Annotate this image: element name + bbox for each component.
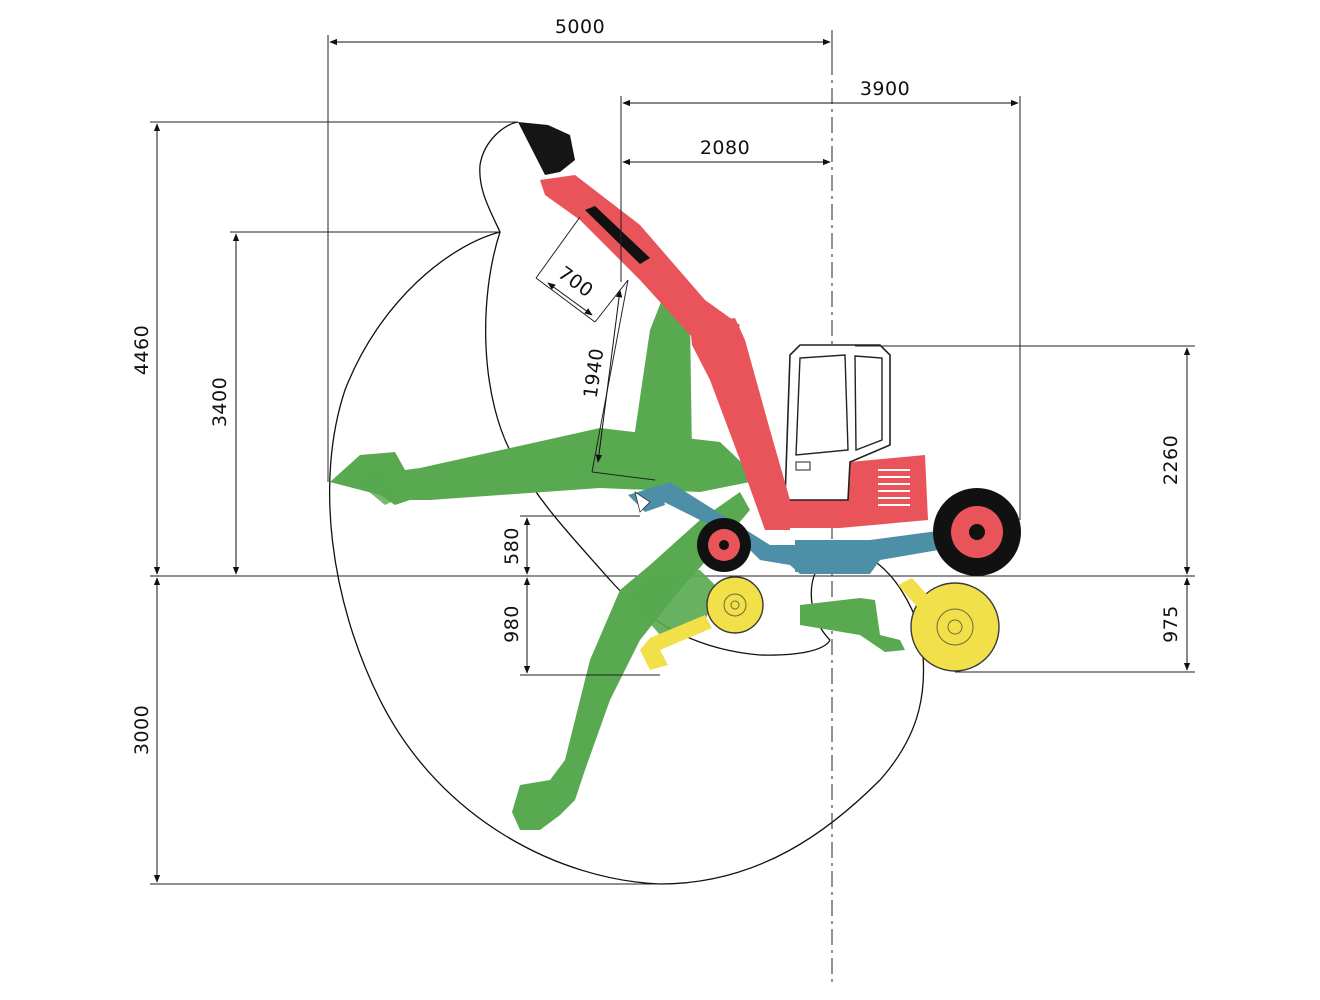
label-width-3900: 3900 [860,78,910,100]
label-length-1940: 1940 [580,347,609,400]
yellow-leg-right [898,578,932,610]
engine-housing [775,455,928,528]
front-wheel-small [697,518,751,572]
engine-grille [878,469,910,506]
rear-wheel-large [933,488,1021,576]
main-boom [690,318,790,530]
outer-reach-curve [329,121,925,885]
yellow-outrigger-leg [640,615,712,670]
dimension-arrows [153,38,1191,883]
label-width-5000: 5000 [555,16,605,38]
label-height-2260: 2260 [1160,435,1182,485]
inner-reach-curve [485,231,831,656]
hydraulic-cylinder [585,206,650,264]
undercarriage [628,482,950,574]
yellow-wheel-right [910,582,1000,672]
label-width-2080: 2080 [700,137,750,159]
label-height-3000: 3000 [131,705,153,755]
extension-lines [150,35,1195,885]
arm-length-box [535,216,656,481]
arm-position-raised [632,288,700,490]
label-depth-580: 580 [501,527,523,565]
label-height-3400: 3400 [209,377,231,427]
label-depth-975: 975 [1160,605,1182,643]
operator-cab [784,344,891,501]
bucket [518,122,575,175]
yellow-wheel-left [706,576,764,634]
label-height-4460: 4460 [131,325,153,375]
label-depth-980: 980 [501,605,523,643]
